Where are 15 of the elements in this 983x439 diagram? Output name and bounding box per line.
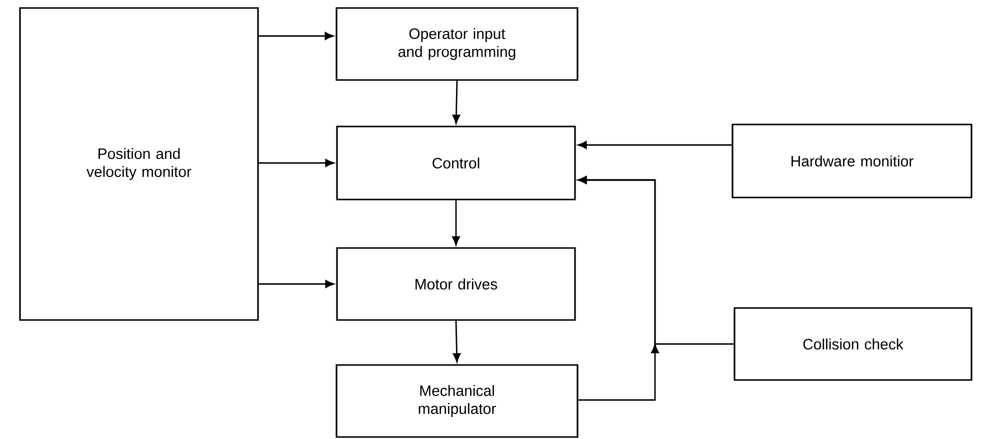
process-box: Collision check: [734, 307, 972, 381]
arrow: [578, 176, 656, 401]
arrow: [452, 200, 460, 246]
process-box: Hardware monitior: [732, 124, 972, 198]
process-box: Operator input and programming: [336, 7, 578, 81]
process-box: Mechanical manipulator: [336, 364, 578, 438]
arrow: [452, 320, 461, 362]
process-box: Control: [336, 126, 576, 200]
process-box: Position and velocity monitor: [19, 7, 259, 321]
arrow: [578, 141, 732, 149]
arrow: [258, 280, 334, 288]
arrow: [258, 32, 334, 40]
arrow: [258, 159, 334, 167]
arrow: [452, 80, 460, 124]
process-box: Motor drives: [336, 247, 576, 321]
